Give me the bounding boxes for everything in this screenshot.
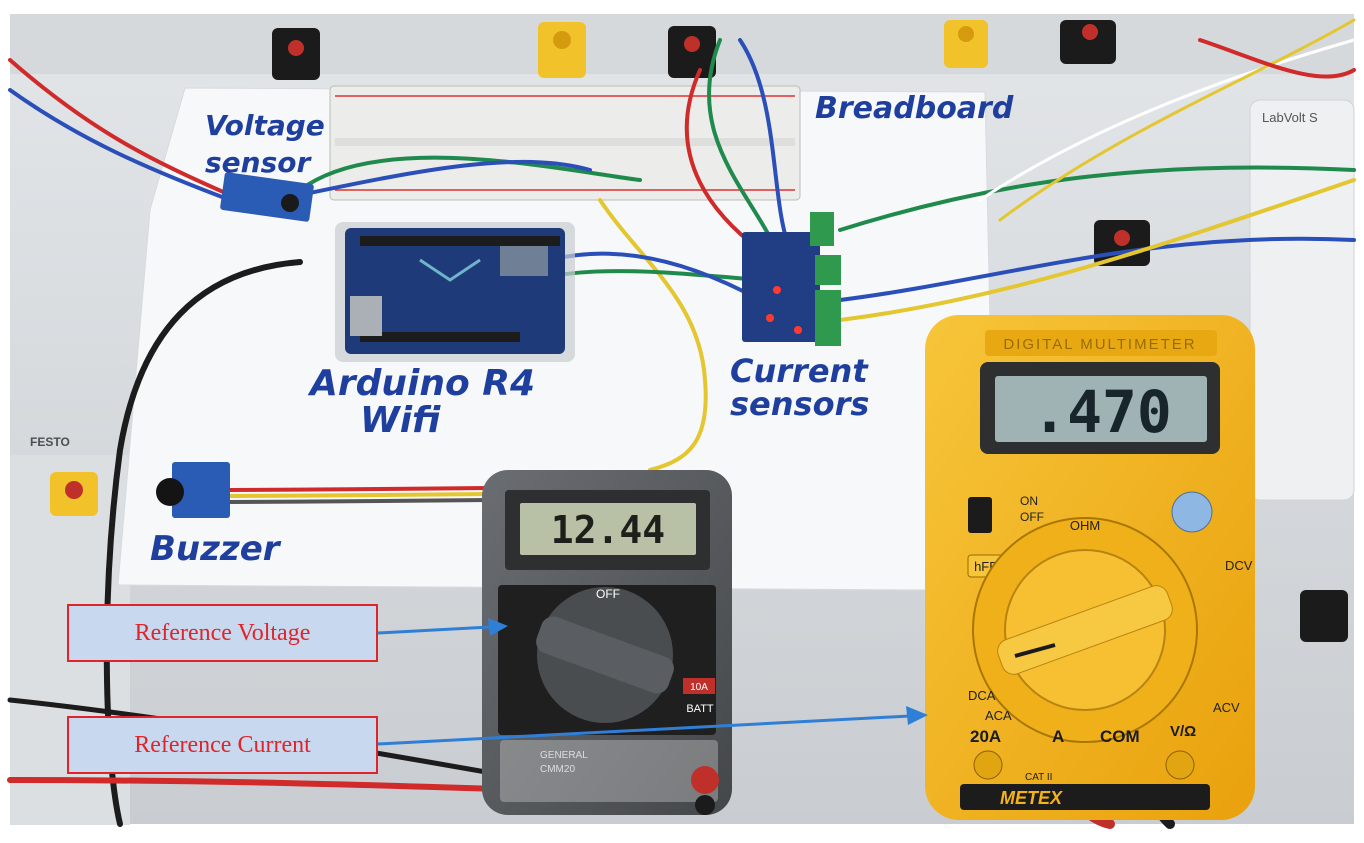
festo-text: FESTO xyxy=(30,435,70,449)
large-meter-aca: ACA xyxy=(985,708,1012,723)
large-meter-dca: DCA xyxy=(968,688,996,703)
large-meter-jack-com: COM xyxy=(1100,727,1140,746)
labvolt-module xyxy=(1249,99,1355,501)
small-meter-model: CMM20 xyxy=(540,764,575,775)
label-breadboard: Breadboard xyxy=(815,91,1014,126)
label-voltage-sensor-line2: sensor xyxy=(205,146,312,179)
small-meter-reading: 12.44 xyxy=(551,508,665,552)
label-current-sensors-line2: sensors xyxy=(730,385,869,423)
small-meter-batt: BATT xyxy=(686,703,714,715)
large-meter-title: DIGITAL MULTIMETER xyxy=(1003,336,1196,353)
current-sensor-modules xyxy=(742,212,841,346)
small-meter-lcd xyxy=(520,503,696,555)
large-meter-off: OFF xyxy=(1020,510,1044,524)
labvolt-text: LabVolt S xyxy=(1262,110,1318,125)
large-meter-ohm: OHM xyxy=(1070,518,1100,533)
callout-reference-current-text: Reference Current xyxy=(134,731,311,758)
large-meter-acv: ACV xyxy=(1213,700,1240,715)
large-meter-lcd xyxy=(995,376,1207,442)
large-meter-reading: .470 xyxy=(1032,378,1172,446)
large-meter-jack-20a: 20A xyxy=(970,727,1001,746)
small-meter-brand: GENERAL xyxy=(540,750,588,761)
large-meter-dcv: DCV xyxy=(1225,558,1253,573)
label-buzzer: Buzzer xyxy=(150,529,282,569)
large-meter-brand: METEX xyxy=(1000,788,1063,808)
reference-voltage-multimeter: 12.44 OFF BATT 10A GENERAL CMM20 xyxy=(482,470,732,815)
breadboard xyxy=(329,85,801,201)
label-voltage-sensor-line1: Voltage xyxy=(205,109,325,142)
small-meter-10a: 10A xyxy=(690,682,708,693)
callout-reference-voltage: Reference Voltage xyxy=(67,604,378,662)
callout-reference-voltage-text: Reference Voltage xyxy=(134,619,311,646)
label-arduino-line1: Arduino R4 xyxy=(307,363,535,404)
reference-current-multimeter: DIGITAL MULTIMETER .470 ON OFF hFE OHM D… xyxy=(925,315,1255,820)
callout-arrows xyxy=(377,618,928,746)
voltage-sensor-module xyxy=(220,172,314,222)
large-meter-jack-a: A xyxy=(1052,727,1064,746)
buzzer-module xyxy=(156,462,230,518)
label-current-sensors-line1: Current xyxy=(730,352,869,390)
large-meter-cat: CAT II xyxy=(1025,772,1052,783)
callout-reference-current: Reference Current xyxy=(67,716,378,774)
top-binding-posts xyxy=(50,20,1348,642)
large-meter-on: ON xyxy=(1020,494,1038,508)
small-meter-off: OFF xyxy=(596,587,620,601)
label-arduino-line2: Wifi xyxy=(360,400,441,441)
arduino-board xyxy=(335,222,575,362)
large-meter-jack-vohm: V/Ω xyxy=(1170,723,1196,740)
